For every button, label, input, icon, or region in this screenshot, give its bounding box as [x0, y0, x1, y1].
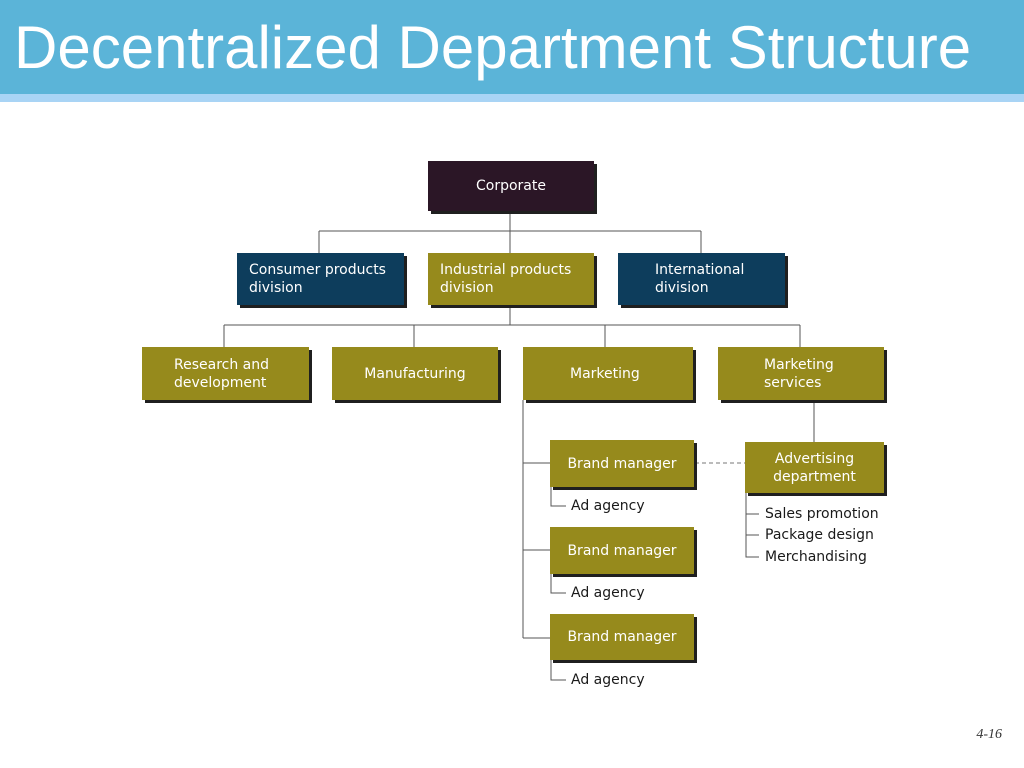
page-number: 4-16 — [976, 727, 1002, 742]
marketing-services-box: Marketing services — [718, 347, 884, 400]
slide-title: Decentralized Department Structure — [14, 14, 972, 81]
corporate-box: Corporate — [428, 161, 594, 211]
line-to-ad-agency-1 — [550, 487, 566, 507]
research-and-development-box: Research and development — [142, 347, 309, 400]
brand-manager-label: Brand manager — [567, 455, 677, 472]
ad-agency-label: Ad agency — [571, 585, 645, 601]
package-design-label: Package design — [765, 527, 874, 543]
line-to-ad-agency-3 — [550, 660, 566, 681]
marketing-label: Marketing — [570, 365, 640, 382]
advertising-department-box: Advertising department — [745, 442, 884, 493]
marketing-services-label: Marketing services — [764, 356, 834, 391]
international-division-label: International division — [655, 262, 745, 296]
brand-manager-label: Brand manager — [567, 629, 677, 645]
industrial-products-division-box: Industrial products division — [428, 253, 594, 305]
brand-manager-box: Brand manager — [550, 527, 694, 574]
title-underline — [0, 94, 1024, 102]
brand-manager-box: Brand manager — [550, 440, 694, 487]
merchandising-label: Merchandising — [765, 549, 867, 565]
corporate-label: Corporate — [476, 178, 546, 194]
ad-agency-label: Ad agency — [571, 672, 645, 688]
marketing-box: Marketing — [523, 347, 693, 400]
line-services-trunk — [745, 493, 759, 558]
brand-manager-box: Brand manager — [550, 614, 694, 660]
line-to-ad-agency-2 — [550, 574, 566, 594]
sales-promotion-label: Sales promotion — [765, 506, 879, 522]
manufacturing-label: Manufacturing — [364, 365, 466, 382]
consumer-products-division-box: Consumer products division — [237, 253, 404, 305]
advertising-department-label: Advertising department — [773, 450, 856, 485]
industrial-products-division-label: Industrial products division — [440, 262, 572, 296]
ad-agency-label: Ad agency — [571, 498, 645, 514]
international-division-box: International division — [618, 253, 785, 305]
research-and-development-label: Research and development — [174, 356, 270, 391]
brand-manager-label: Brand manager — [567, 542, 677, 559]
title-bar — [0, 0, 1024, 94]
consumer-products-division-label: Consumer products division — [249, 262, 386, 296]
manufacturing-box: Manufacturing — [332, 347, 498, 400]
